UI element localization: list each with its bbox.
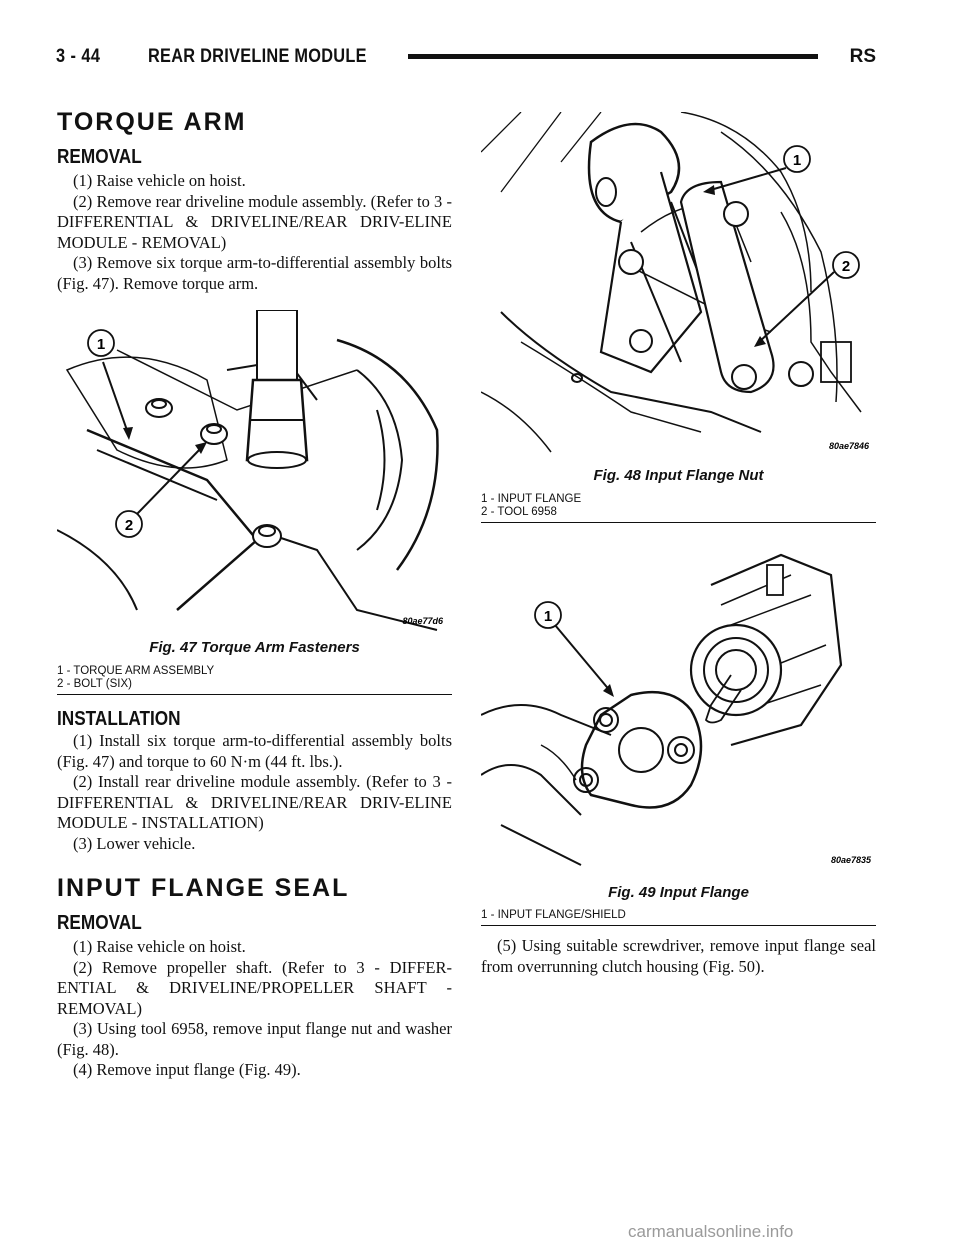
module-title: REAR DRIVELINE MODULE	[148, 46, 367, 67]
figure-rule	[481, 521, 876, 523]
page-header: 3 - 44 REAR DRIVELINE MODULE RS	[52, 46, 876, 70]
section-title-input-flange-seal: INPUT FLANGE SEAL	[57, 874, 350, 902]
torque-arm-illustration: 1 2 80ae77d6	[57, 310, 444, 631]
step: (2) Remove propeller shaft. (Refer to 3 …	[57, 957, 452, 1018]
subsection-removal: REMOVAL	[57, 911, 142, 934]
step: (3) Using tool 6958, remove input flange…	[57, 1019, 452, 1059]
figure-legend: 1 - INPUT FLANGE 2 - TOOL 6958	[481, 493, 876, 519]
legend-item: 1 - INPUT FLANGE/SHIELD	[481, 909, 626, 921]
callout-1: 1	[544, 608, 552, 625]
input-flange-nut-illustration: 1 2 80ae7846	[481, 112, 870, 453]
figure-legend: 1 - INPUT FLANGE/SHIELD	[481, 909, 876, 922]
callout-2: 2	[842, 258, 850, 275]
callout-1: 1	[793, 152, 801, 169]
model-code: RS	[849, 46, 876, 67]
page-number: 3 - 44	[56, 46, 101, 67]
figure-rule	[57, 693, 452, 695]
figure-id: 80ae7846	[829, 441, 870, 451]
step: (1) Raise vehicle on hoist.	[73, 937, 246, 956]
legend-item: 1 - INPUT FLANGE	[481, 492, 582, 505]
torque-arm-removal-steps: (1) Raise vehicle on hoist. (2) Remove r…	[57, 171, 452, 294]
torque-arm-installation-steps: (1) Install six torque arm-to-differenti…	[57, 731, 452, 854]
figure-id: 80ae7835	[831, 855, 872, 865]
step: (3) Remove six torque arm-to-differentia…	[57, 253, 452, 293]
subsection-removal: REMOVAL	[57, 145, 142, 168]
figure-caption: Fig. 49 Input Flange	[608, 883, 749, 901]
step: (3) Lower vehicle.	[73, 833, 196, 853]
section-title-torque-arm: TORQUE ARM	[57, 108, 247, 136]
figure-caption: Fig. 47 Torque Arm Fasteners	[149, 639, 360, 656]
callout-1: 1	[97, 336, 105, 353]
legend-item: 2 - TOOL 6958	[481, 505, 557, 518]
step: (2) Install rear driveline module assemb…	[57, 772, 452, 832]
input-flange-removal-continued: (5) Using suitable screwdriver, remove i…	[481, 936, 876, 977]
figure-rule	[481, 925, 876, 926]
input-flange-illustration: 1 80ae7835	[481, 553, 872, 866]
subsection-installation: INSTALLATION	[57, 707, 181, 730]
callout-2: 2	[125, 517, 133, 534]
figure-legend: 1 - TORQUE ARM ASSEMBLY 2 - BOLT (SIX)	[57, 665, 452, 691]
input-flange-removal-steps: (1) Raise vehicle on hoist. (2) Remove p…	[57, 937, 452, 1081]
figure-48: 1 2 80ae7846 Fig. 48 Input Flange Nut 1 …	[481, 112, 876, 523]
legend-item: 2 - BOLT (SIX)	[57, 677, 132, 690]
left-column: TORQUE ARM REMOVAL (1) Raise vehicle on …	[57, 108, 452, 1081]
step: (2) Remove rear driveline module assembl…	[57, 191, 452, 252]
step: (1) Raise vehicle on hoist.	[73, 171, 246, 190]
watermark: carmanualsonline.info	[628, 1222, 794, 1241]
step: (5) Using suitable screwdriver, remove i…	[481, 936, 876, 976]
figure-47: 1 2 80ae77d6 Fig. 47 Torque Arm Fastener…	[57, 310, 452, 695]
header-rule	[408, 54, 818, 59]
right-column: 1 2 80ae7846 Fig. 48 Input Flange Nut 1 …	[481, 112, 876, 977]
figure-id: 80ae77d6	[402, 616, 444, 626]
figure-caption: Fig. 48 Input Flange Nut	[593, 467, 764, 484]
step: (1) Install six torque arm-to-differenti…	[57, 731, 452, 771]
figure-49: 1 80ae7835 Fig. 49 Input Flange 1 - INPU…	[481, 545, 876, 926]
step: (4) Remove input flange (Fig. 49).	[73, 1060, 301, 1079]
legend-item: 1 - TORQUE ARM ASSEMBLY	[57, 664, 215, 677]
